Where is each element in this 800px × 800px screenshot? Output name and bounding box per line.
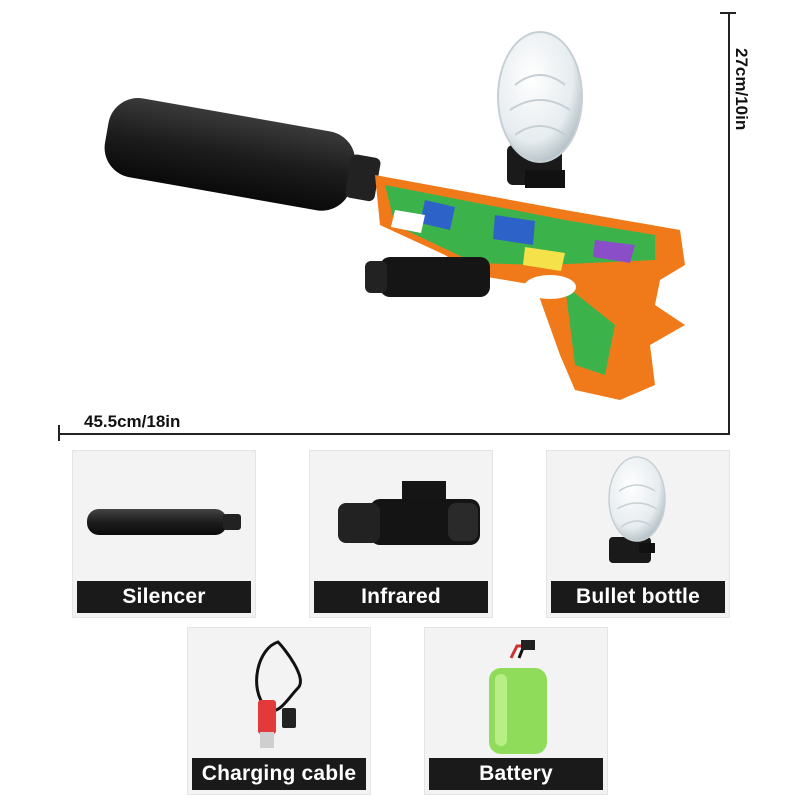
bullet-bottle-caption: Bullet bottle bbox=[551, 581, 725, 613]
gun-body bbox=[375, 175, 685, 400]
hopper-icon bbox=[497, 31, 583, 188]
silencer-icon bbox=[104, 98, 381, 211]
bullet-bottle-icon bbox=[608, 456, 666, 563]
accessory-card-silencer: Silencer bbox=[72, 450, 256, 618]
laser-icon bbox=[365, 257, 490, 297]
accessory-card-infrared: Infrared bbox=[309, 450, 493, 618]
battery-icon bbox=[489, 640, 547, 754]
height-dimension-line bbox=[728, 12, 730, 435]
gel-blaster-product-image bbox=[104, 31, 685, 400]
length-label: 45.5cm/18in bbox=[84, 412, 181, 431]
battery-caption: Battery bbox=[429, 758, 603, 790]
silencer-icon bbox=[87, 509, 241, 535]
charging-cable-icon bbox=[255, 640, 302, 748]
charging-cable-caption: Charging cable bbox=[192, 758, 366, 790]
infrared-icon bbox=[338, 481, 480, 545]
height-dimension-top-tick bbox=[720, 12, 736, 14]
length-dimension-left-tick bbox=[58, 425, 60, 441]
accessory-card-battery: Battery bbox=[424, 627, 608, 795]
length-dimension-line bbox=[58, 433, 730, 435]
height-label: 27cm/10in bbox=[732, 48, 751, 131]
accessory-card-bullet-bottle: Bullet bottle bbox=[546, 450, 730, 618]
accessory-card-charging-cable: Charging cable bbox=[187, 627, 371, 795]
silencer-caption: Silencer bbox=[77, 581, 251, 613]
infrared-caption: Infrared bbox=[314, 581, 488, 613]
